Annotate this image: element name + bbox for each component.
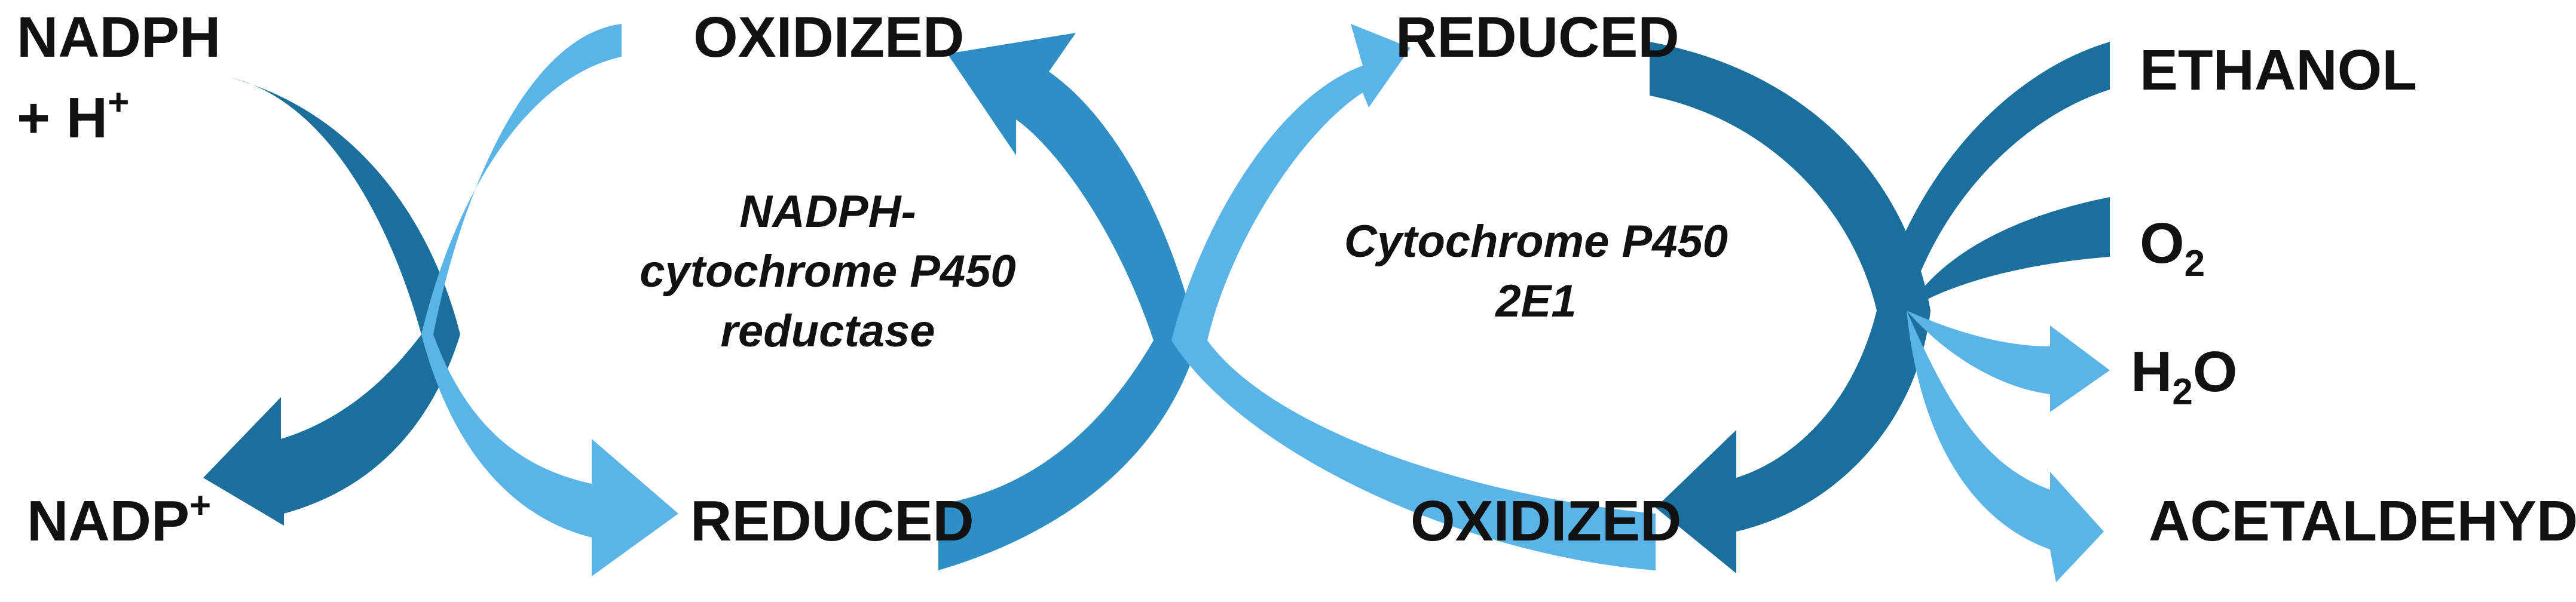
nadp-plus-label: NADP+ xyxy=(27,485,211,553)
cyp2e1-name-line1: Cytochrome P450 xyxy=(1344,216,1728,267)
o2-label: O2 xyxy=(2140,211,2205,284)
reductase-name-line3: reductase xyxy=(720,306,935,357)
reduced-reductase-label: REDUCED xyxy=(690,489,974,553)
nadph-label: NADPH xyxy=(17,5,221,69)
reductase-name-line1: NADPH- xyxy=(739,186,916,237)
arrow-oxidized-to-reduced-top xyxy=(1171,24,1656,570)
arrow-h2o-out xyxy=(1907,311,2110,412)
arrow-oxidized-to-reduced-left xyxy=(421,24,678,576)
arrow-reduced-to-oxidized-top xyxy=(938,33,1198,570)
h2o-label: H2O xyxy=(2131,340,2237,413)
oxidized-cyp2e1-label: OXIDIZED xyxy=(1411,489,1681,553)
h-plus-label: + H+ xyxy=(17,82,129,150)
arrow-reduced-to-oxidized-bottom xyxy=(1650,42,1931,573)
reduced-cyp2e1-label: REDUCED xyxy=(1396,5,1679,69)
acetaldehyde-label: ACETALDEHYDE xyxy=(2149,489,2576,553)
reductase-name-line2: cytochrome P450 xyxy=(640,246,1015,297)
arrow-acetaldehyde-out xyxy=(1907,311,2104,582)
arrow-o2-in xyxy=(1907,197,2110,311)
oxidized-reductase-label: OXIDIZED xyxy=(693,5,964,69)
cyp2e1-name-line2: 2E1 xyxy=(1494,276,1576,327)
ethanol-label: ETHANOL xyxy=(2140,38,2417,102)
arrow-ethanol-in xyxy=(1877,42,2110,311)
arrow-nadph-to-nadp xyxy=(203,24,460,526)
